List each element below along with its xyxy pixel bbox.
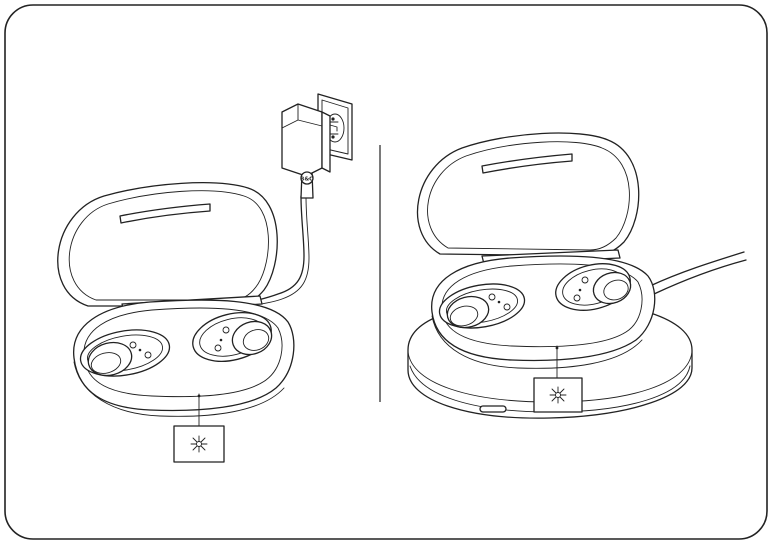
panel-wireless-charging xyxy=(408,133,746,418)
panel-wall-charging: B&O xyxy=(58,94,352,462)
charging-case-icon xyxy=(58,183,294,426)
case-lid xyxy=(418,133,639,256)
power-adapter-icon: B&O xyxy=(282,104,338,198)
case-lid xyxy=(58,183,277,306)
led-indicator-icon xyxy=(534,378,582,412)
adapter-logo: B&O xyxy=(300,177,314,183)
charging-case-icon xyxy=(418,133,655,380)
pad-cable-icon xyxy=(650,252,746,294)
led-indicator-icon xyxy=(174,426,224,462)
